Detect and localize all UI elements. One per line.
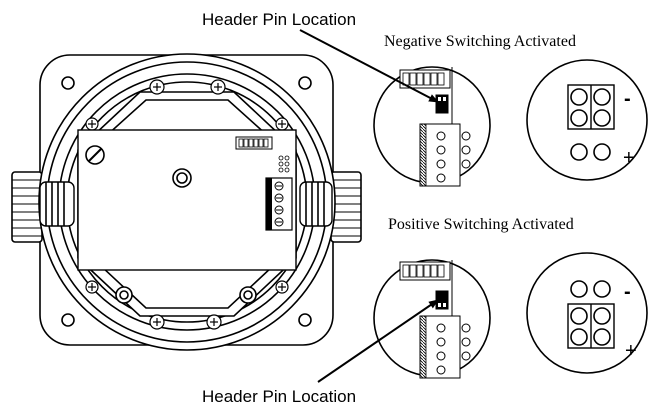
detail-circle-positive-pins (526, 252, 648, 374)
header-jumper-negative (435, 94, 449, 114)
positive-switching-title: Positive Switching Activated (388, 216, 574, 233)
detail-circle-negative-pins (526, 59, 648, 181)
conduit-hub-left (11, 171, 43, 243)
flange-bolt-hole (61, 76, 75, 90)
pin-open (593, 280, 611, 298)
pin-open (593, 143, 611, 161)
gland-right (299, 181, 333, 227)
header-pins-housing (278, 155, 290, 173)
gland-left (39, 181, 75, 227)
flange-bolt-hole (298, 76, 312, 90)
circuit-board (77, 129, 297, 271)
detail-circle-negative-header (373, 66, 491, 187)
board-standoff-inner (176, 172, 188, 184)
detail-circle-positive-header (373, 259, 491, 379)
header-pin-location-label-bottom: Header Pin Location (202, 387, 356, 406)
arrow-to-header-top (299, 29, 439, 103)
negative-plus-sign: + (623, 147, 635, 169)
flange-bolt-hole (61, 313, 75, 327)
enclosure-housing (11, 53, 362, 351)
negative-switching-title: Negative Switching Activated (384, 33, 576, 50)
positive-plus-sign: + (625, 340, 637, 362)
arrow-to-header-bottom (317, 299, 439, 383)
pin-open (570, 280, 588, 298)
hub-thread-right (331, 179, 361, 237)
flange-bolt-hole (298, 313, 312, 327)
hub-thread-left (12, 179, 42, 237)
ring-screws (85, 79, 289, 330)
terminal-screws-housing (274, 181, 284, 227)
pin-open (570, 143, 588, 161)
dip-switch-segments (238, 138, 269, 148)
positive-minus-sign: - (624, 281, 631, 303)
header-pin-location-label-top: Header Pin Location (202, 10, 356, 29)
negative-minus-sign: - (624, 88, 631, 110)
